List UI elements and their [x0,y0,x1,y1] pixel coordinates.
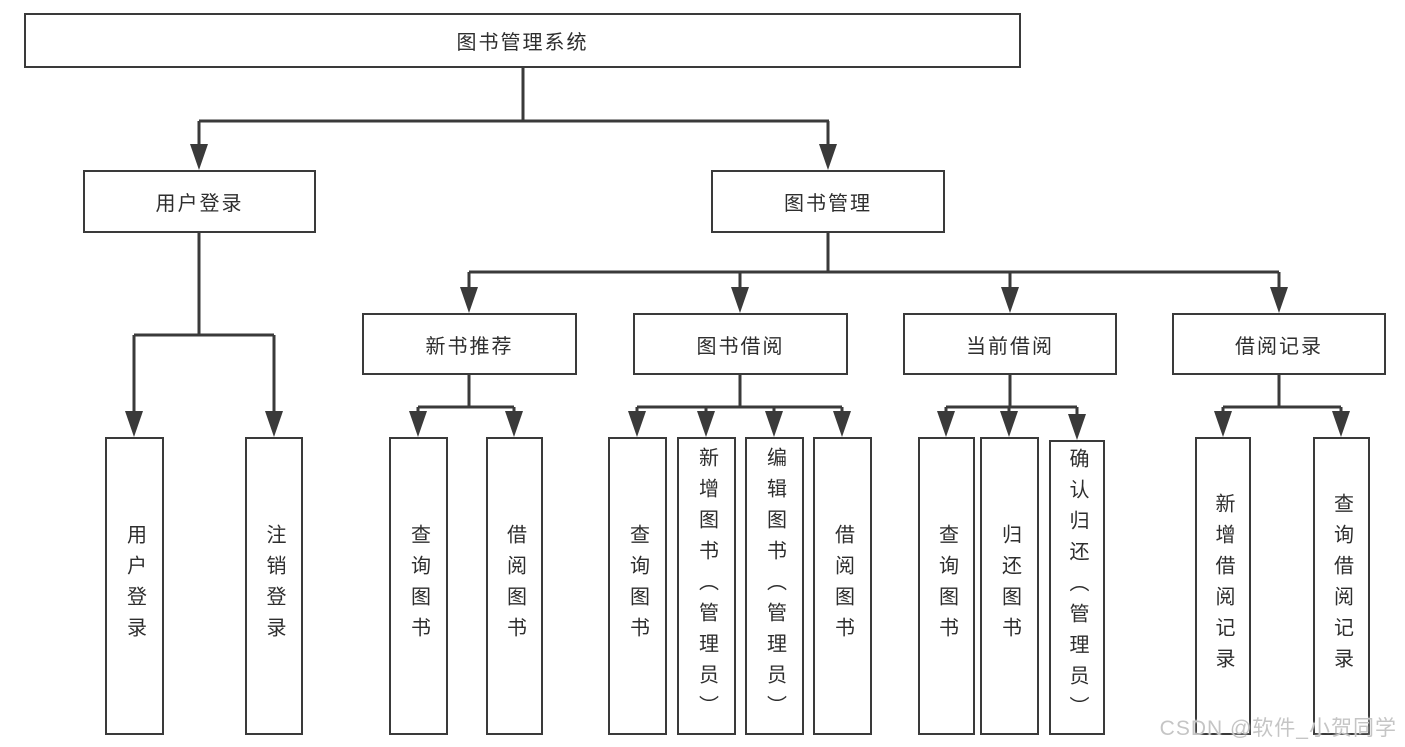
leaf-borrow-query-book: 查询图书 [608,437,667,735]
leaf-user-login: 用户登录 [105,437,164,735]
node-user-login: 用户登录 [83,170,316,233]
leaf-current-query-book: 查询图书 [918,437,975,735]
leaf-edit-book-admin: 编辑图书（管理员） [745,437,804,735]
watermark-text: CSDN @软件_小贺同学 [1159,717,1397,740]
node-book-management: 图书管理 [711,170,945,233]
leaf-logout: 注销登录 [245,437,303,735]
node-new-book-recommend: 新书推荐 [362,313,577,375]
leaf-add-borrow-record: 新增借阅记录 [1195,437,1251,735]
leaf-add-book-admin: 新增图书（管理员） [677,437,736,735]
node-borrow-record: 借阅记录 [1172,313,1386,375]
leaf-confirm-return-admin: 确认归还（管理员） [1049,440,1105,735]
leaf-recommend-borrow-book: 借阅图书 [486,437,543,735]
leaf-query-borrow-record: 查询借阅记录 [1313,437,1370,735]
node-current-borrow: 当前借阅 [903,313,1117,375]
leaf-borrow-borrow-book: 借阅图书 [813,437,872,735]
leaf-return-book: 归还图书 [980,437,1039,735]
leaf-recommend-query-book: 查询图书 [389,437,448,735]
node-book-borrow: 图书借阅 [633,313,848,375]
node-root: 图书管理系统 [24,13,1021,68]
